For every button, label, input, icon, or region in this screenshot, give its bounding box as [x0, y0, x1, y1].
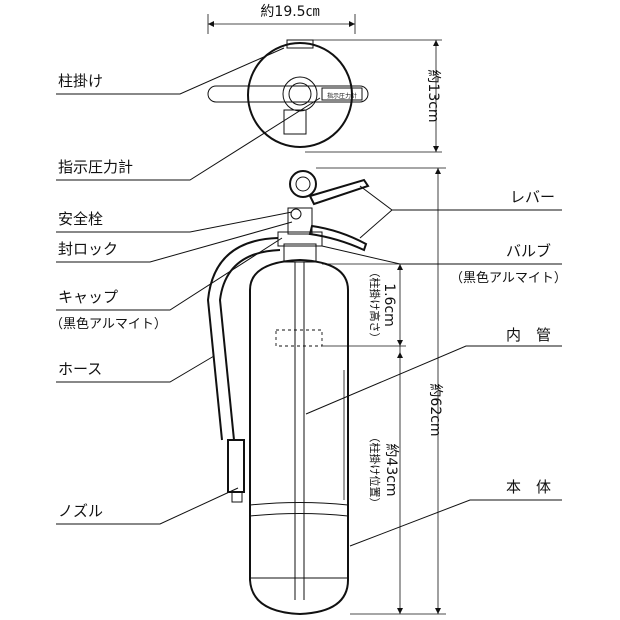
left-labels: 柱掛け 指示圧力計 安全栓 封ロック キャップ （黒色アルマイト） ホース ノズ… — [50, 47, 321, 525]
right-labels: レバー バルブ （黒色アルマイト） 内 管 本 体 — [305, 185, 567, 547]
hook-height-note: （柱掛け高さ） — [368, 267, 382, 344]
leader-lever-2 — [359, 209, 393, 239]
label-shiji-atsuryokukei: 指示圧力計 — [58, 158, 133, 176]
valve-neck — [283, 243, 317, 263]
leader-hashira-kake — [56, 47, 285, 95]
label-valve-note: （黒色アルマイト） — [450, 270, 567, 286]
cylinder-body — [249, 258, 349, 616]
gauge-side-inner — [295, 176, 311, 192]
valve-top — [282, 76, 318, 112]
label-hose: ホース — [58, 360, 102, 378]
hook-position-note: （柱掛け位置） — [368, 432, 382, 509]
label-hontai: 本 体 — [506, 478, 551, 496]
nozzle-tip — [231, 491, 243, 503]
total-height-label: 約62cm — [427, 383, 443, 436]
hose-outer — [206, 237, 279, 441]
cylinder-top-circle — [247, 42, 353, 148]
band-bottom — [249, 513, 349, 517]
width-top-label: 約19.5㎝ — [260, 4, 319, 20]
side-dimensions: 約62cm （柱掛け高さ） 1.6cm （柱掛け位置） 約43cm — [316, 167, 446, 615]
leader-hose — [56, 355, 215, 383]
bracket-top — [283, 109, 307, 135]
leader-shiji — [56, 97, 321, 181]
label-cap: キャップ — [58, 288, 118, 306]
hook-tab — [286, 39, 314, 49]
band-top — [249, 502, 349, 506]
leader-naikan — [305, 345, 562, 415]
label-fuu-lock: 封ロック — [58, 240, 118, 258]
label-anzen-sen: 安全栓 — [58, 210, 103, 228]
hook-position-value: 約43cm — [383, 443, 399, 496]
leader-hontai — [349, 499, 562, 547]
gauge-top — [321, 87, 363, 101]
valve-top-inner — [288, 82, 312, 106]
nozzle-side — [227, 439, 245, 493]
handle-side — [308, 224, 368, 252]
depth-top-label: 約13cm — [425, 69, 441, 122]
top-view: 約19.5㎝ 約13cm 指示圧力計 — [207, 4, 442, 153]
hose-inner — [218, 249, 281, 441]
label-cap-note: （黒色アルマイト） — [50, 316, 167, 332]
hook-dashed — [275, 329, 323, 347]
label-lever: レバー — [510, 188, 555, 206]
leader-nozzle — [56, 487, 239, 525]
label-naikan: 内 管 — [506, 326, 551, 344]
leader-valve — [321, 245, 562, 265]
valve-body — [287, 207, 313, 235]
leader-cap — [56, 237, 283, 311]
leader-anzen — [56, 211, 293, 233]
label-nozzle: ノズル — [58, 502, 103, 520]
hook-height-value: 1.6cm — [381, 283, 397, 327]
gauge-side — [289, 170, 317, 198]
gauge-top-text: 指示圧力計 — [327, 92, 357, 100]
label-hashira-kake: 柱掛け — [58, 72, 103, 90]
safety-pin — [290, 208, 302, 220]
lever-top-bar — [207, 85, 369, 103]
lever-side — [308, 178, 370, 206]
side-view — [206, 170, 370, 616]
label-valve: バルブ — [506, 242, 551, 260]
leader-fuu-lock — [56, 221, 293, 263]
